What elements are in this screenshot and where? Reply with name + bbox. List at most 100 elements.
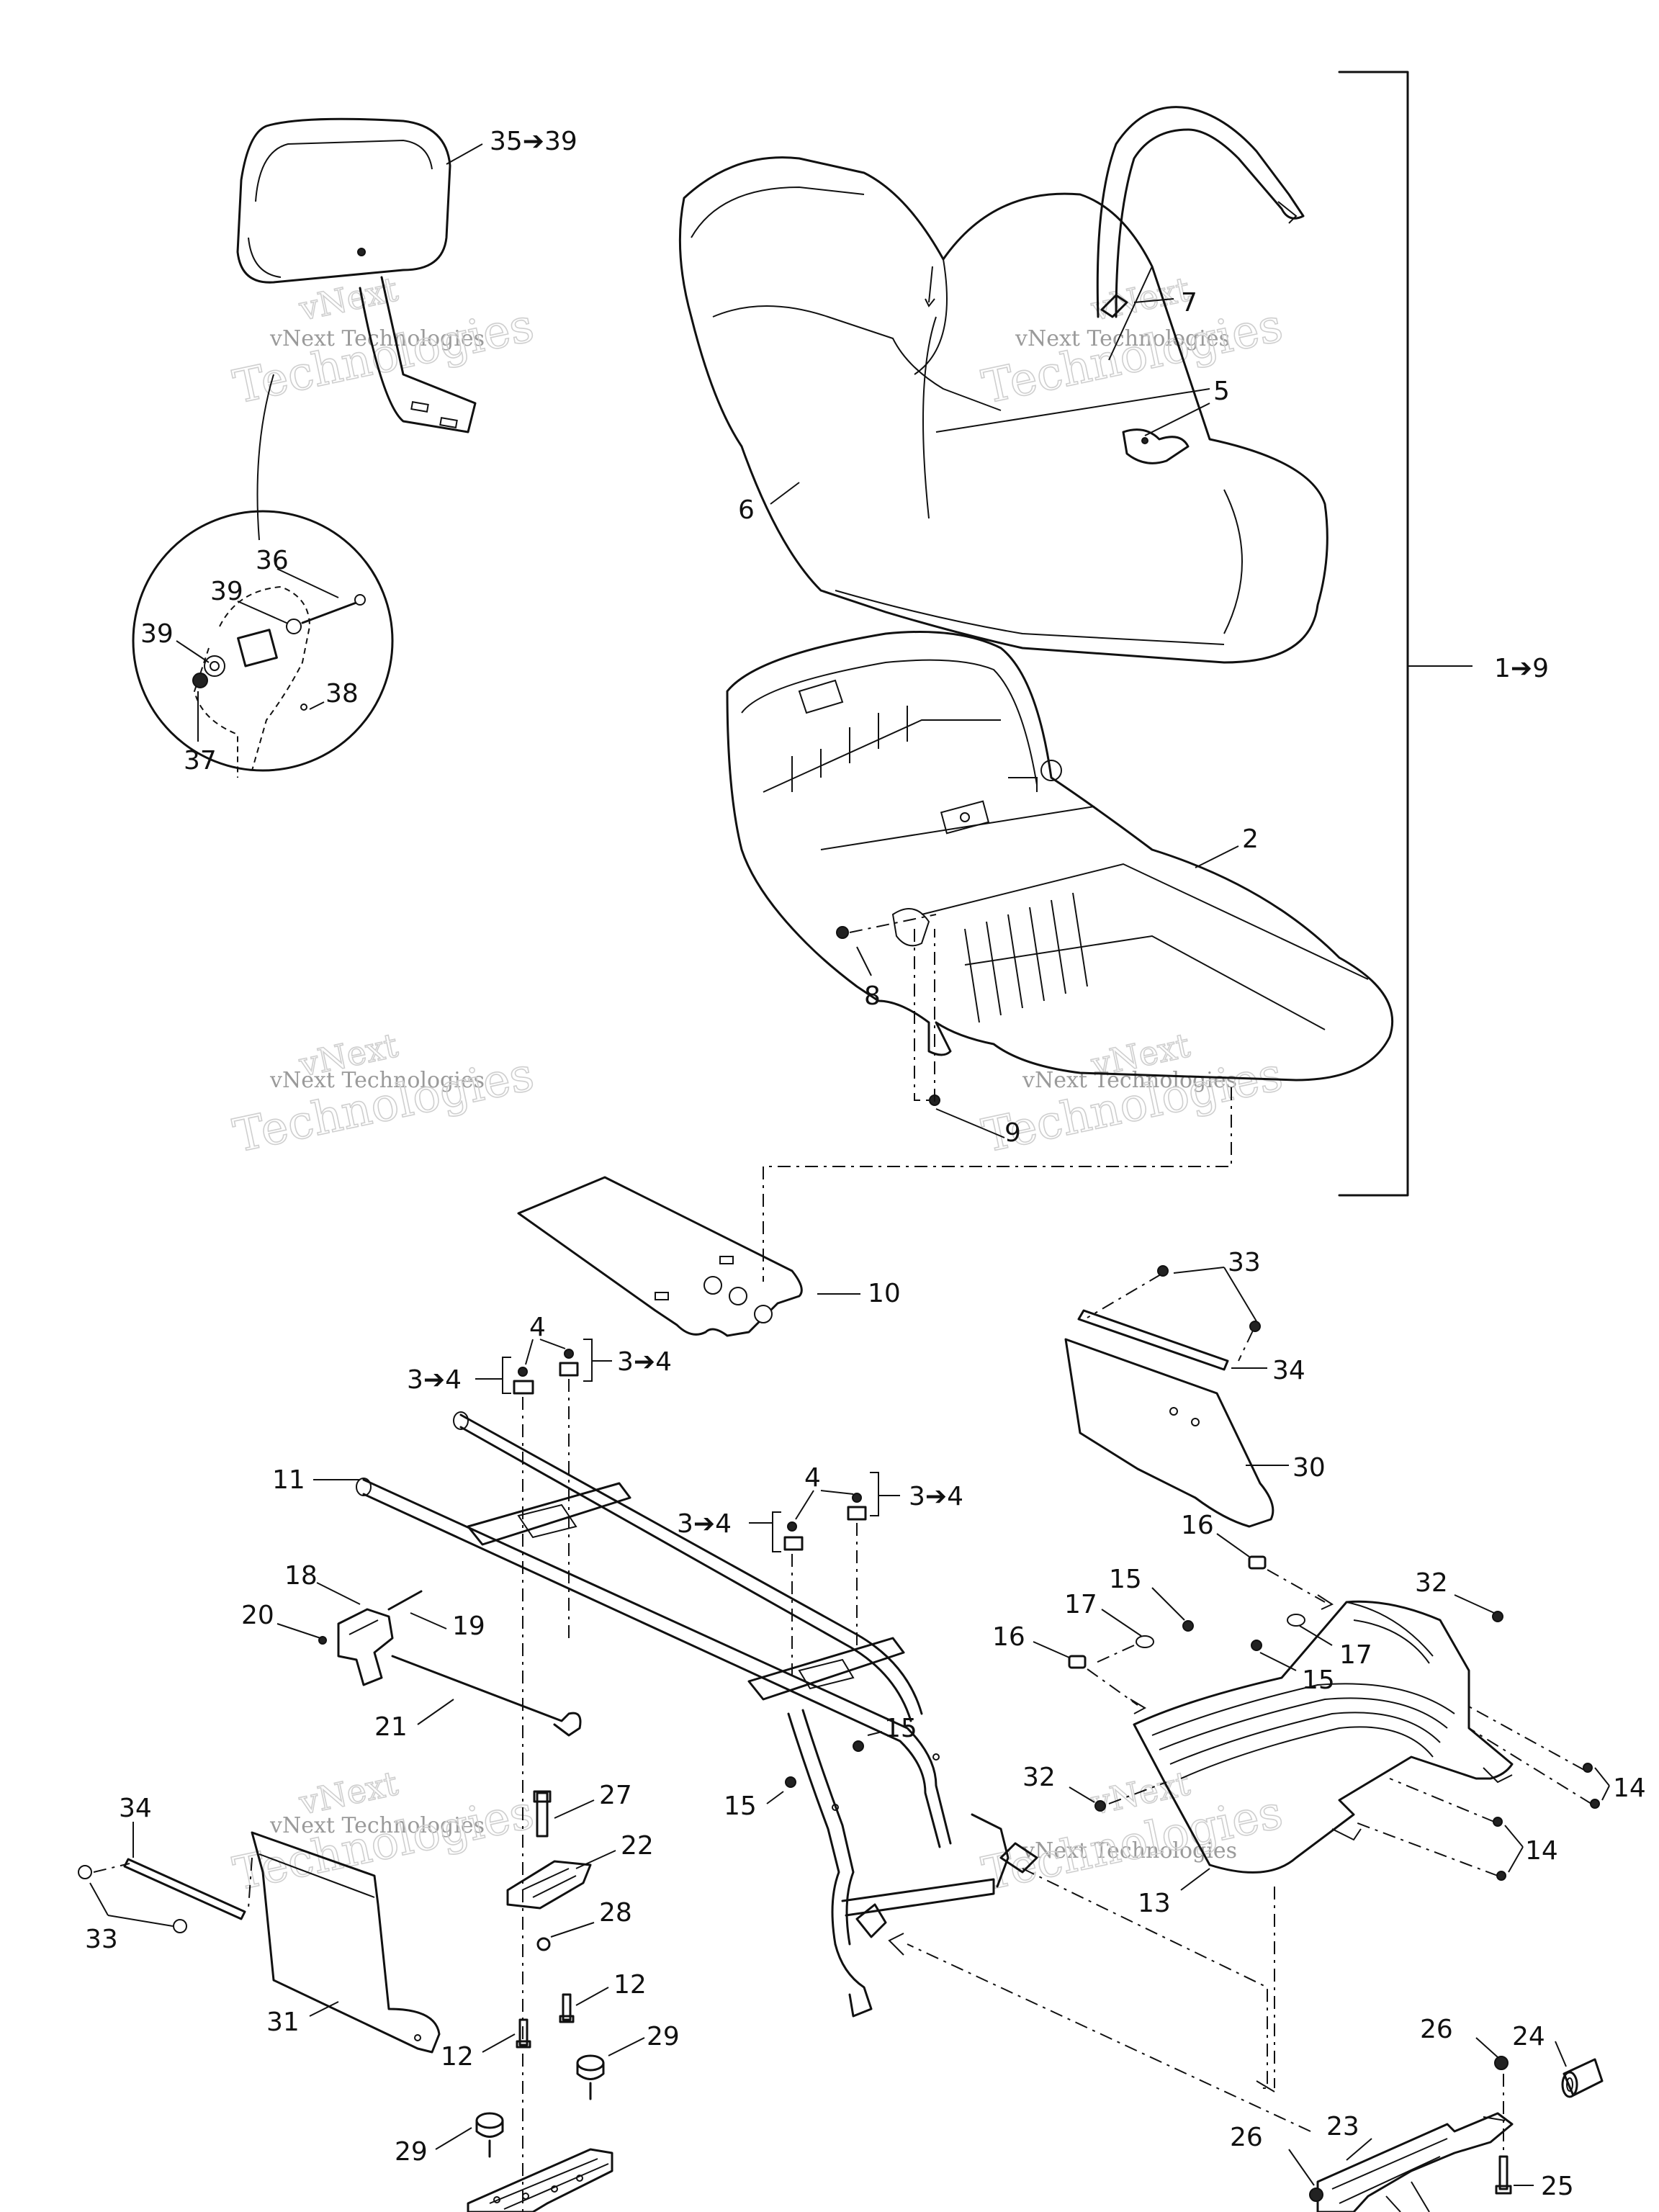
watermark-line2: vNext Technologies: [269, 1068, 485, 1093]
callout-5: 5: [1213, 377, 1230, 406]
bolt-32-upper: [1492, 1611, 1503, 1622]
slide-bracket: [467, 2148, 613, 2212]
nut-14-a: [1583, 1763, 1593, 1773]
callout-19: 19: [452, 1611, 485, 1641]
clip-3-upper-right: [559, 1362, 579, 1377]
callout-1-9: 1➔9: [1494, 654, 1549, 683]
screw-33-upper: [1157, 1265, 1169, 1277]
callout-4-upper: 4: [529, 1313, 546, 1342]
callout-16-lower: 16: [992, 1622, 1025, 1652]
callout-15-rack-lower: 15: [1302, 1665, 1335, 1695]
callout-15-frame-left: 15: [724, 1791, 757, 1821]
backrest-assembly: [236, 117, 477, 433]
clip-16-upper: [1248, 1555, 1267, 1570]
strap-clip: [1100, 294, 1128, 318]
callout-3-4-lower-left: 3➔4: [677, 1509, 732, 1539]
side-panel-left: [251, 1831, 441, 2054]
latch-plate-22: [506, 1860, 592, 1910]
watermark-middle-right: vNext vNext Technologies Technologies: [977, 1025, 1287, 1164]
bolt-15-rack-lower: [1251, 1640, 1262, 1651]
bolt-15-rack-upper: [1182, 1620, 1194, 1632]
bolt-32-lower: [1094, 1800, 1106, 1812]
bolt-15-frame-left: [785, 1776, 796, 1788]
callout-3-4-lower-right: 3➔4: [909, 1482, 963, 1511]
washer-17-lower: [1287, 1614, 1305, 1627]
callout-17-lower: 17: [1339, 1640, 1372, 1670]
callout-17-upper: 17: [1064, 1590, 1097, 1619]
pin-19: [387, 1590, 423, 1611]
watermark-line2: vNext Technologies: [269, 1813, 485, 1838]
seat-strap: [1096, 106, 1305, 318]
bolt-12-right: [559, 1993, 575, 2023]
nut-26-lower: [1309, 2188, 1323, 2202]
callout-13: 13: [1138, 1889, 1171, 1918]
screw-33-left-lower: [173, 1919, 187, 1933]
callout-26-lower: 26: [1230, 2123, 1263, 2152]
callout-35-39: 35➔39: [490, 127, 577, 156]
washer-17-upper: [1136, 1635, 1154, 1648]
trim-bar-right: [1077, 1309, 1229, 1371]
nut-4-lower-right: [852, 1493, 862, 1503]
callout-8: 8: [864, 981, 881, 1011]
nut-14-c: [1493, 1817, 1503, 1827]
nut-8: [836, 926, 849, 939]
detail-leader: [256, 374, 274, 541]
callout-30: 30: [1292, 1453, 1326, 1483]
callout-38: 38: [325, 679, 359, 709]
bolt-25: [1495, 2155, 1512, 2195]
bumper-29-right: [576, 2054, 605, 2100]
nut-4-upper-right: [564, 1349, 574, 1359]
callout-7: 7: [1181, 288, 1197, 318]
callout-10: 10: [868, 1279, 901, 1308]
callout-33-right: 33: [1228, 1248, 1261, 1277]
callout-3-4-upper-left: 3➔4: [407, 1365, 462, 1395]
callout-14-upper: 14: [1613, 1773, 1646, 1803]
callout-3-4-upper-right: 3➔4: [617, 1347, 672, 1377]
callout-16-upper: 16: [1181, 1511, 1214, 1540]
callout-24: 24: [1512, 2022, 1545, 2051]
callout-4-lower: 4: [804, 1463, 821, 1493]
assembly-bracket: [1338, 71, 1409, 1197]
clip-16-lower: [1068, 1655, 1087, 1669]
callout-34-right: 34: [1272, 1356, 1305, 1385]
pad-connection-line: [763, 1087, 1232, 1282]
clip-3-lower-left: [783, 1536, 804, 1551]
watermark-top-right: vNext vNext Technologies Technologies: [977, 269, 1287, 415]
callout-18: 18: [284, 1561, 318, 1591]
watermark-line2: vNext Technologies: [269, 326, 485, 351]
callout-33-left: 33: [85, 1925, 118, 1954]
screw-33-left-upper: [78, 1865, 92, 1879]
callout-22: 22: [621, 1831, 654, 1861]
foam-pad: [517, 1176, 803, 1337]
callout-28: 28: [599, 1898, 632, 1928]
callout-27: 27: [599, 1781, 632, 1810]
seat-latch: [337, 1608, 394, 1686]
callout-15-rack-upper: 15: [1109, 1565, 1142, 1594]
callout-39-upper: 39: [210, 577, 243, 606]
callout-9: 9: [1004, 1118, 1021, 1148]
trim-bar-left: [123, 1858, 246, 1920]
callout-15-frame-right: 15: [884, 1714, 917, 1743]
watermark-line2: vNext Technologies: [1022, 1068, 1237, 1093]
callout-36: 36: [256, 546, 289, 575]
bushing-24: [1561, 2058, 1604, 2098]
rear-rack-13: [1133, 1600, 1514, 1874]
nut-4-upper-left: [518, 1367, 528, 1377]
seat-base: [726, 631, 1394, 1082]
callout-29-left: 29: [395, 2137, 428, 2167]
watermark-middle-left: vNext vNext Technologies Technologies: [228, 1025, 539, 1164]
callout-37: 37: [184, 746, 217, 775]
bolt-12-left: [516, 2018, 531, 2049]
seat-cushion: [678, 156, 1328, 664]
callout-14-lower: 14: [1525, 1836, 1558, 1866]
side-panel-right: [1064, 1338, 1274, 1528]
watermark-line3: Technologies: [229, 299, 539, 414]
callout-23: 23: [1326, 2112, 1359, 2141]
clip-3-upper-left: [513, 1380, 534, 1395]
callout-32-upper: 32: [1415, 1568, 1448, 1598]
callout-25: 25: [1541, 2172, 1574, 2201]
latch-cable: [391, 1655, 582, 1737]
callout-12-left: 12: [441, 2042, 474, 2072]
pin-20: [318, 1636, 327, 1645]
